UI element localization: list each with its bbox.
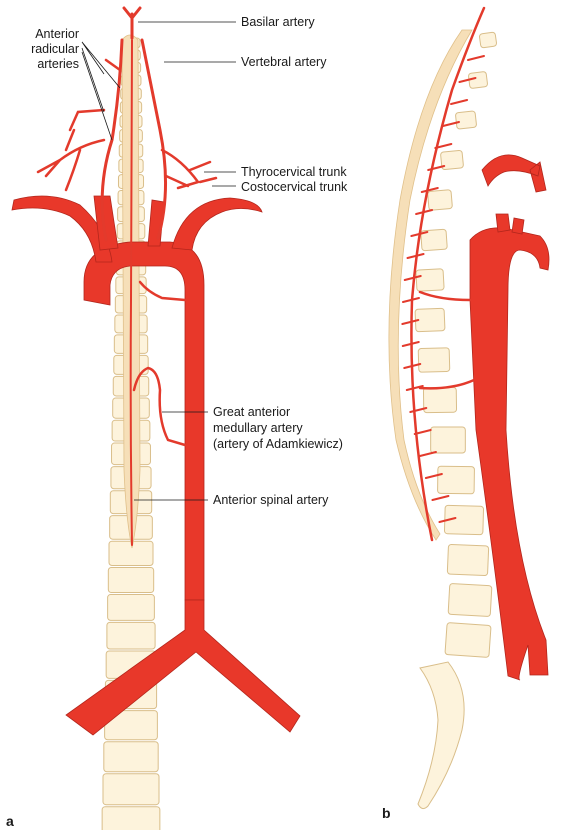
great-anterior-medullary-artery-line xyxy=(132,366,187,447)
intercostal-branch-lateral-1 xyxy=(418,290,472,302)
label-vertebral-artery: Vertebral artery xyxy=(241,55,327,69)
vertebra-b-11 xyxy=(437,465,475,495)
label-anterior-radicular-3: arteries xyxy=(37,57,79,71)
radicular-segment-8 xyxy=(410,231,429,237)
intercostal-branch-lateral-2 xyxy=(418,378,476,390)
vertebra-b-2 xyxy=(455,110,477,130)
radicular-segment-5 xyxy=(427,165,446,171)
label-costocervical-trunk: Costocervical trunk xyxy=(241,180,348,194)
left-subclavian-artery xyxy=(171,197,263,251)
vertebra-b-10 xyxy=(430,426,466,454)
vertebra-b-12 xyxy=(443,504,485,536)
vertebral-column-lateral-view xyxy=(414,31,498,810)
annotations: Basilar artery Vertebral artery Thyrocer… xyxy=(6,15,391,829)
common-iliac-arteries xyxy=(65,599,301,736)
sacrum-b xyxy=(417,661,465,810)
vertebra-b-0 xyxy=(478,31,498,49)
label-great-anterior-3: (artery of Adamkiewicz) xyxy=(213,437,343,451)
anterior-spinal-artery-line xyxy=(129,39,133,546)
label-great-anterior-1: Great anterior xyxy=(213,405,290,419)
radicular-segment-18 xyxy=(418,451,437,457)
leader-radicular xyxy=(81,41,121,141)
radicular-segment-21 xyxy=(438,517,457,523)
vertebra-b-3 xyxy=(440,149,464,171)
radicular-segment-13 xyxy=(401,341,420,347)
right-subclavian-artery xyxy=(11,195,113,263)
vertebra-b-8 xyxy=(417,347,451,373)
radicular-segment-0 xyxy=(467,55,485,61)
vertebra-b-7 xyxy=(414,307,446,333)
radicular-segment-11 xyxy=(402,297,421,303)
vertebra-b-6 xyxy=(415,268,445,292)
panel-a xyxy=(11,6,301,830)
vertebra-a-35 xyxy=(103,741,159,773)
radicular-segment-12 xyxy=(401,319,420,325)
radicular-segment-9 xyxy=(406,253,425,259)
radicular-segment-6 xyxy=(420,187,439,193)
vertebra-b-13 xyxy=(446,543,490,577)
radicular-segment-1 xyxy=(458,77,477,83)
radicular-segment-19 xyxy=(424,473,443,479)
panel-b xyxy=(388,6,550,810)
vertebra-b-9 xyxy=(422,386,458,414)
radicular-segment-2 xyxy=(450,99,469,105)
radicular-segment-15 xyxy=(405,385,424,391)
label-great-anterior-2: medullary artery xyxy=(213,421,303,435)
anterior-spinal-artery-lateral xyxy=(410,6,486,542)
vertebra-b-14 xyxy=(447,583,493,617)
spinal-cord-lateral xyxy=(388,29,473,541)
label-anterior-spinal-artery: Anterior spinal artery xyxy=(213,493,329,507)
panel-label-a: a xyxy=(6,813,14,829)
aortic-arch-branches-lateral xyxy=(495,213,525,235)
vertebra-b-5 xyxy=(420,228,448,252)
label-basilar-artery: Basilar artery xyxy=(241,15,315,29)
radicular-branches-left xyxy=(36,58,122,192)
radicular-segment-4 xyxy=(434,143,453,149)
radicular-segment-16 xyxy=(409,407,428,413)
label-anterior-radicular-2: radicular xyxy=(31,42,79,56)
vertebra-a-31 xyxy=(106,621,156,650)
vertebra-a-36 xyxy=(102,773,160,806)
vertebra-b-1 xyxy=(468,71,488,89)
label-thyrocervical-trunk: Thyrocervical trunk xyxy=(241,165,347,179)
vertebra-a-37 xyxy=(101,806,161,830)
descending-aorta-lateral xyxy=(469,227,550,681)
radicular-segment-10 xyxy=(403,275,422,281)
segmental-radicular-branches xyxy=(401,55,485,523)
radicular-segment-3 xyxy=(441,121,460,127)
radicular-segment-20 xyxy=(431,495,450,501)
radicular-branches-right xyxy=(160,148,218,190)
radicular-segment-14 xyxy=(403,363,422,369)
brachiocephalic-trunk xyxy=(93,195,119,251)
vertebra-a-30 xyxy=(107,594,155,621)
vertebra-b-15 xyxy=(444,622,492,658)
basilar-artery xyxy=(122,6,142,40)
label-anterior-radicular-1: Anterior xyxy=(35,27,79,41)
intercostal-branch xyxy=(138,280,187,302)
vertebra-b-4 xyxy=(427,189,453,211)
radicular-segment-7 xyxy=(415,209,434,215)
radicular-segment-17 xyxy=(413,429,432,435)
panel-label-b: b xyxy=(382,805,391,821)
vertebra-a-29 xyxy=(107,566,155,594)
right-vertebral-artery xyxy=(140,38,168,240)
subclavian-vertebral-lateral xyxy=(481,154,547,193)
